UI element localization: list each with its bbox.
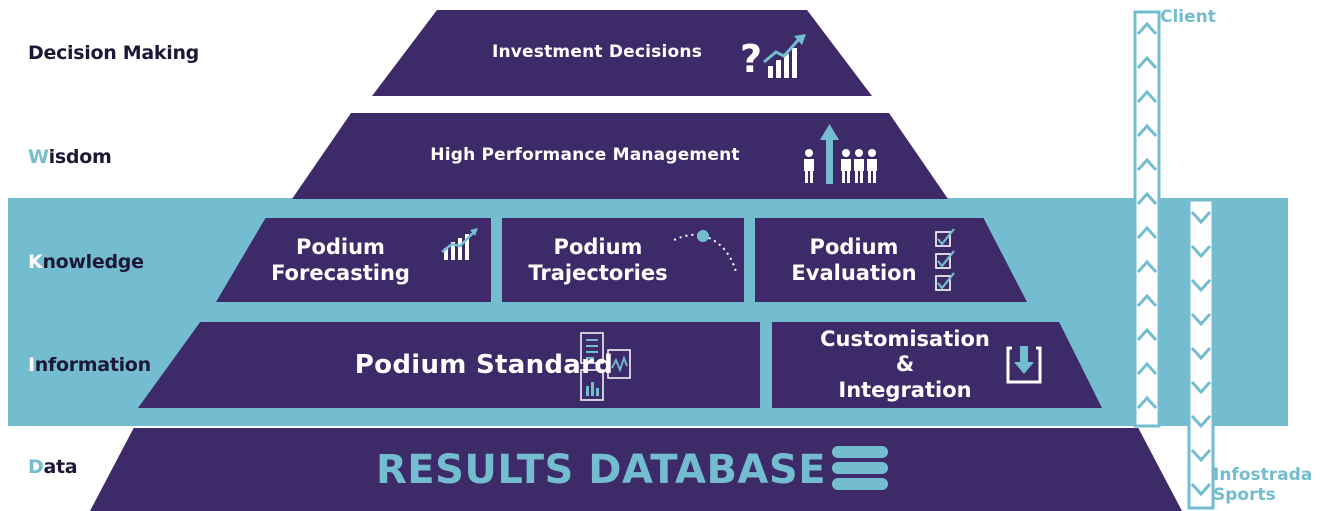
downward-flow-arrow-icon xyxy=(1187,198,1215,510)
tier-podium-standard: Podium Standard xyxy=(138,322,760,408)
reports-icon xyxy=(580,332,631,401)
tier-label: High Performance Management xyxy=(430,145,740,166)
checklist-icon xyxy=(935,228,955,291)
level-rest: nowledge xyxy=(42,251,144,273)
level-rest: ecision Making xyxy=(43,42,199,64)
team-performance-icon xyxy=(804,124,877,184)
tier-label-line: Podium xyxy=(809,234,899,259)
svg-text:?: ? xyxy=(740,37,762,81)
level-initial: D xyxy=(28,456,44,478)
tier-label-line: Integration xyxy=(838,377,972,402)
level-wisdom: Wisdom xyxy=(28,146,112,168)
level-rest: nformation xyxy=(34,354,151,376)
tier-results-database: RESULTS DATABASE xyxy=(90,428,1182,511)
provider-label-line: Infostrada xyxy=(1213,465,1313,485)
upward-flow-arrow-icon xyxy=(1133,10,1161,428)
tier-label: RESULTS DATABASE xyxy=(375,446,827,493)
tier-label: Investment Decisions xyxy=(491,42,703,63)
level-initial: W xyxy=(28,146,49,168)
tier-label: Customisation & Integration xyxy=(820,327,990,403)
download-icon xyxy=(1006,346,1042,384)
tier-label-line: & xyxy=(895,352,915,377)
level-initial: D xyxy=(28,42,44,64)
level-rest: ata xyxy=(43,456,78,478)
level-initial: K xyxy=(28,251,43,273)
level-information: Information xyxy=(28,354,151,376)
trajectory-icon xyxy=(673,230,737,273)
forecast-chart-icon xyxy=(441,228,478,260)
provider-label-line: Sports xyxy=(1213,484,1276,505)
tier-label: Podium Trajectories xyxy=(528,234,667,287)
tier-label-line: Customisation xyxy=(820,327,990,352)
client-label: Client xyxy=(1160,7,1216,27)
tier-label-line: Trajectories xyxy=(528,261,668,285)
tier-label: Podium Forecasting xyxy=(271,234,410,287)
tier-label-line: Podium xyxy=(296,234,385,259)
tier-label-line: Evaluation xyxy=(791,261,917,285)
tier-podium-evaluation: Podium Evaluation xyxy=(755,218,1027,302)
level-knowledge: Knowledge xyxy=(28,251,144,273)
tier-high-performance-management: High Performance Management xyxy=(292,113,948,199)
database-icon xyxy=(832,446,888,490)
level-rest: isdom xyxy=(48,146,112,168)
tier-customisation-integration: Customisation & Integration xyxy=(772,322,1102,408)
level-initial: I xyxy=(28,354,35,376)
question-growth-icon: ? xyxy=(740,34,806,81)
provider-label: Infostrada Sports xyxy=(1213,465,1313,505)
tier-label: Podium Evaluation xyxy=(791,234,916,287)
tier-label-line: Podium xyxy=(553,234,643,259)
tier-label: Podium Standard xyxy=(354,349,614,380)
level-data: Data xyxy=(28,456,78,478)
tier-label-line: Forecasting xyxy=(271,261,410,285)
level-decision-making: Decision Making xyxy=(28,42,199,64)
